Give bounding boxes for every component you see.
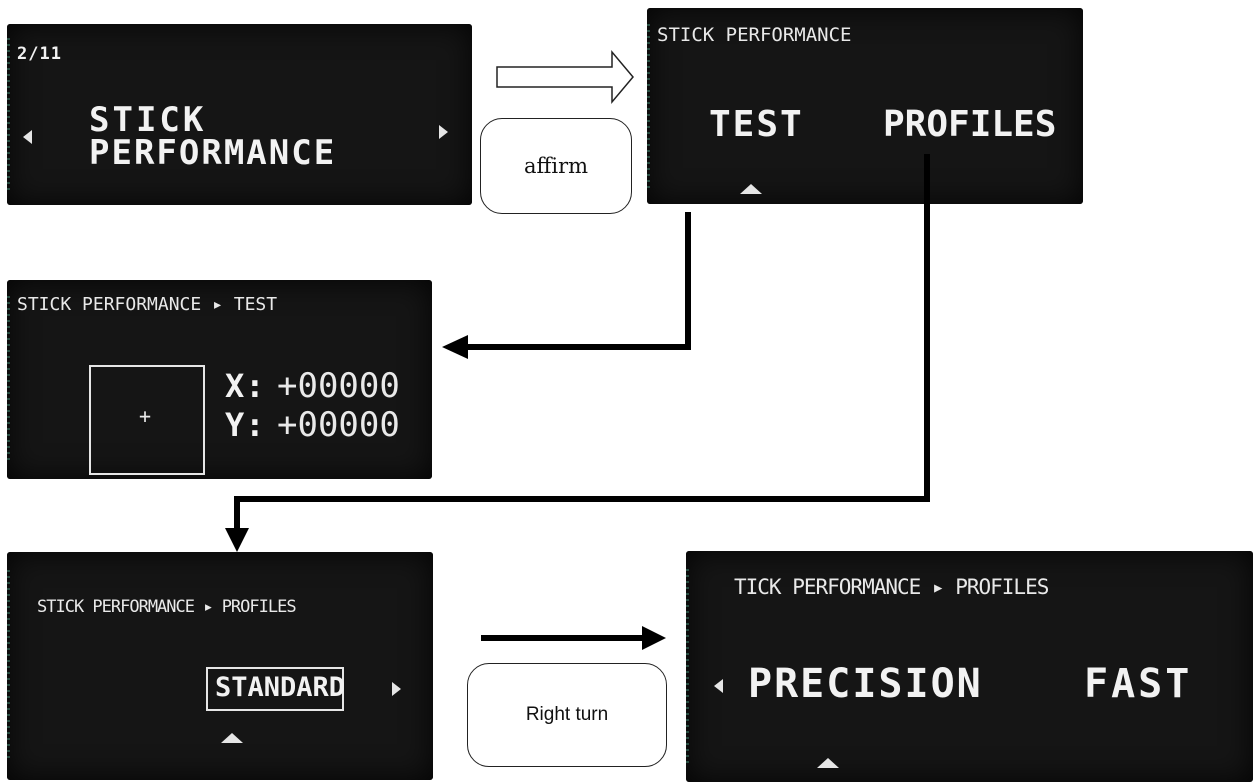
x-value: +00000 [277,366,400,406]
crosshair-icon: + [139,404,153,428]
left-arrow-icon [23,130,32,144]
option-precision: PRECISION [748,661,983,707]
selection-caret-icon [221,733,243,743]
arrow-profiles-head [225,528,249,552]
hollow-arrow-icon [496,49,634,105]
screen-title: STICK PERFORMANCE ▸ PROFILES [37,597,297,617]
affirm-label: affirm [480,118,632,214]
right-arrow-icon [392,682,401,696]
arrow-profiles [234,154,930,530]
right-turn-label: Right turn [467,663,667,767]
selection-caret-icon [740,184,762,194]
screen-title: TICK PERFORMANCE ▸ PROFILES [734,575,1049,599]
screen-title: STICK PERFORMANCE ▸ TEST [17,294,278,315]
x-label: X: [225,367,266,405]
arrow-right-turn-head [642,626,666,650]
screen-main-menu: 2/11 STICK PERFORMANCE [7,24,472,205]
page-indicator: 2/11 [17,44,62,64]
screen-title: STICK PERFORMANCE [657,24,852,46]
y-label: Y: [225,406,266,444]
screen-profiles-standard: STICK PERFORMANCE ▸ PROFILES STANDARD [7,552,433,780]
menu-title-line1: STICK [89,100,207,140]
screen-profiles-precision: TICK PERFORMANCE ▸ PROFILES PRECISION FA… [686,551,1253,782]
arrow-test [466,212,691,350]
left-arrow-icon [714,679,723,693]
right-arrow-icon [439,125,448,139]
screen-stick-menu: STICK PERFORMANCE TEST PROFILES [647,8,1083,204]
y-value: +00000 [277,405,400,445]
menu-title-line2: PERFORMANCE [89,133,337,173]
option-fast: FAST [1084,661,1193,707]
option-test: TEST [709,104,804,145]
screen-test: STICK PERFORMANCE ▸ TEST + X: +00000 Y: … [7,280,432,479]
stick-position-box [89,365,205,475]
option-profiles: PROFILES [883,104,1057,145]
option-standard: STANDARD [215,672,346,703]
selected-option-frame [206,667,344,711]
affirm-text: affirm [523,154,589,178]
right-turn-text: Right turn [525,704,609,725]
arrow-test-head [442,335,468,359]
selection-caret-icon [817,758,839,768]
